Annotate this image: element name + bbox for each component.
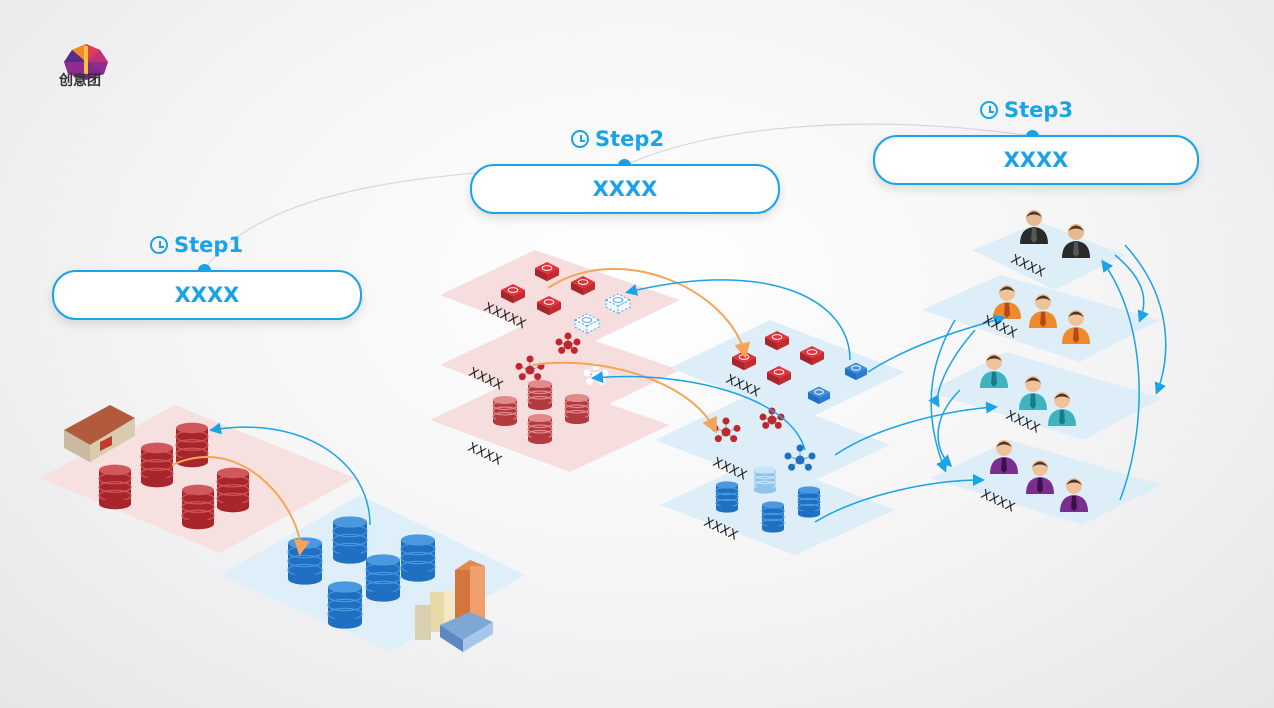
- red-database-icon: [527, 380, 553, 410]
- flow-arrow: [209, 422, 371, 526]
- clock-icon: [571, 130, 589, 148]
- red-box-icon: [800, 346, 824, 366]
- person-purple-icon: [1060, 478, 1088, 512]
- flow-arrow: [834, 401, 998, 456]
- red-database-icon: [181, 484, 215, 530]
- flow-arrow: [171, 456, 310, 556]
- step2-label-box: XXXX: [470, 164, 780, 214]
- blue-database-icon: [327, 581, 363, 629]
- flow-arrow: [532, 361, 717, 434]
- flow-arrow: [814, 474, 985, 523]
- person-teal-icon: [1048, 392, 1076, 426]
- blue-layer: [928, 352, 1162, 440]
- step2-label: XXXX: [592, 177, 658, 201]
- blue-molecule-icon: [784, 444, 816, 471]
- flow-arrow: [625, 279, 851, 361]
- blue-database-icon: [287, 537, 323, 585]
- blue-database-icon: [715, 481, 739, 513]
- red-box-icon: [501, 284, 525, 304]
- blue-layer: [670, 320, 905, 420]
- businessman-icon: [1020, 210, 1048, 244]
- step2-title: Step2: [571, 127, 664, 151]
- step1-label: XXXX: [174, 283, 240, 307]
- white-box-icon: [573, 313, 601, 335]
- person-teal-icon: [980, 354, 1008, 388]
- person-orange-icon: [1062, 310, 1090, 344]
- businessman-icon: [1062, 224, 1090, 258]
- blue-box-icon: [845, 362, 867, 381]
- blue-database-icon: [400, 534, 436, 582]
- red-database-icon: [175, 422, 209, 468]
- red-database-icon: [564, 394, 590, 424]
- red-database-group: [98, 380, 590, 530]
- step1-title: Step1: [150, 233, 243, 257]
- step1-label-box: XXXX: [52, 270, 362, 320]
- person-teal-icon: [1019, 376, 1047, 410]
- blue-database-icon: [753, 466, 777, 494]
- red-box-group: [501, 262, 824, 386]
- warehouse-icon: [64, 405, 135, 462]
- flow-arrow: [1114, 254, 1149, 323]
- red-molecule-icon: [515, 355, 545, 381]
- step3-title: Step3: [980, 98, 1073, 122]
- logo-icon: [64, 44, 108, 80]
- red-layer: [440, 320, 680, 418]
- person-purple-icon: [1026, 460, 1054, 494]
- blue-database-icon: [797, 486, 821, 518]
- people-group: [980, 210, 1090, 512]
- red-database-icon: [98, 464, 132, 510]
- flow-arrow: [928, 329, 976, 408]
- red-box-icon: [571, 276, 595, 296]
- flow-arrow: [591, 371, 806, 451]
- person-purple-icon: [990, 440, 1018, 474]
- flow-arrow: [1124, 244, 1167, 395]
- step3-title-text: Step3: [1004, 98, 1074, 122]
- person-orange-icon: [1029, 294, 1057, 328]
- step3-label: XXXX: [1003, 148, 1069, 172]
- step2-title-text: Step2: [595, 127, 665, 151]
- timeline-connector: [623, 123, 1033, 167]
- flow-arrow: [867, 314, 1006, 373]
- blue-box-group: [808, 362, 867, 405]
- red-database-icon: [492, 396, 518, 426]
- blue-database-icon: [365, 554, 401, 602]
- blue-box-icon: [808, 386, 830, 405]
- red-box-icon: [535, 262, 559, 282]
- red-database-icon: [216, 467, 250, 513]
- red-box-icon: [765, 331, 789, 351]
- flow-arrow: [937, 389, 961, 468]
- blue-layer: [972, 222, 1125, 290]
- flow-arrow: [1101, 259, 1140, 501]
- red-database-icon: [140, 442, 174, 488]
- clock-icon: [150, 236, 168, 254]
- step3-label-box: XXXX: [873, 135, 1199, 185]
- blue-database-icon: [332, 516, 368, 564]
- red-box-icon: [537, 296, 561, 316]
- red-molecule-icon: [555, 332, 581, 354]
- clock-icon: [980, 101, 998, 119]
- flow-arrow: [547, 267, 751, 359]
- step1-title-text: Step1: [174, 233, 244, 257]
- city-buildings-icon: [415, 560, 493, 652]
- logo-text: 创意团: [59, 73, 101, 89]
- person-orange-icon: [993, 285, 1021, 319]
- blue-database-icon: [761, 501, 785, 533]
- red-box-icon: [767, 366, 791, 386]
- white-box-icon: [604, 293, 632, 315]
- red-layer: [440, 250, 680, 348]
- red-database-icon: [527, 414, 553, 444]
- blue-database-group: [287, 466, 821, 629]
